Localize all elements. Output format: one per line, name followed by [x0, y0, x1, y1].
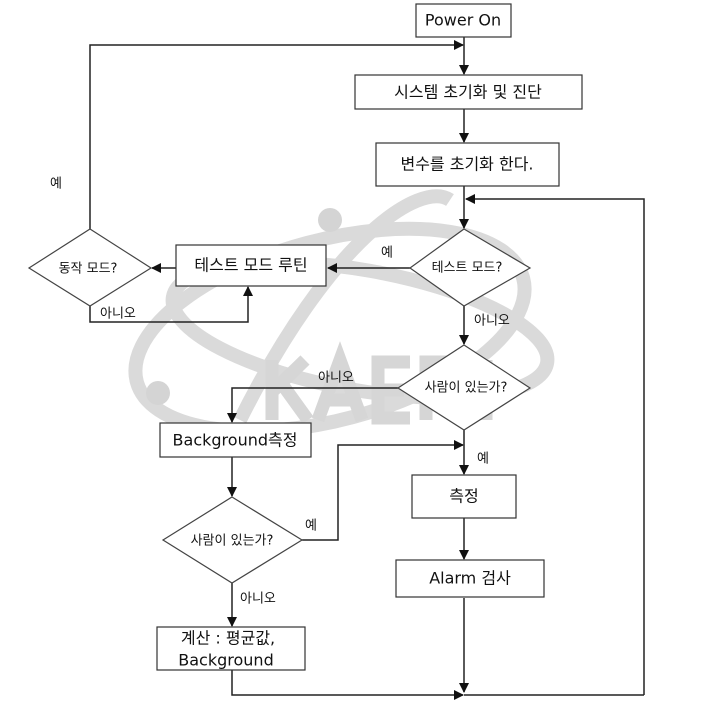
node-calc: 계산 : 평균값, Background: [156, 626, 306, 671]
decision-op-mode: 동작 모드?: [27, 228, 153, 307]
node-calc-label-line1: 계산 : 평균값,: [181, 629, 275, 648]
decision-test-mode: 테스트 모드?: [408, 228, 532, 307]
node-background-measure: Background측정: [159, 422, 312, 458]
kaeri-watermark: [128, 189, 555, 439]
decision-test-mode-label: 테스트 모드?: [432, 261, 503, 276]
node-system-init-label: 시스템 초기화 및 진단: [394, 83, 542, 102]
edge-label-person2-yes: 예: [305, 519, 317, 534]
node-test-routine-label: 테스트 모드 루틴: [194, 256, 307, 275]
node-measure-label: 측정: [449, 487, 478, 506]
node-system-init: 시스템 초기화 및 진단: [354, 74, 583, 110]
decision-person-2: 사람이 있는가?: [161, 496, 304, 584]
node-calc-label-line2: Background: [178, 651, 273, 670]
edge-label-op-mode-yes: 예: [50, 177, 62, 192]
node-var-init-label: 변수를 초기화 한다.: [400, 155, 533, 174]
node-alarm-check-label: Alarm 검사: [429, 569, 511, 588]
decision-op-mode-label: 동작 모드?: [59, 262, 118, 277]
edge-label-op-mode-no: 아니오: [100, 307, 136, 322]
node-test-routine: 테스트 모드 루틴: [175, 244, 327, 287]
edge-label-person1-no: 아니오: [318, 371, 354, 386]
edge-label-test-mode-yes: 예: [381, 246, 393, 261]
edge-label-person2-no: 아니오: [240, 592, 276, 607]
decision-person-2-label: 사람이 있는가?: [191, 534, 274, 549]
decision-person-1: 사람이 있는가?: [396, 344, 532, 431]
edge-label-person1-yes: 예: [477, 452, 489, 467]
node-var-init: 변수를 초기화 한다.: [375, 142, 560, 187]
node-power-on-label: Power On: [425, 11, 501, 30]
node-background-measure-label: Background측정: [173, 431, 298, 450]
connectors: [89, 37, 645, 700]
edge-label-test-mode-no: 아니오: [474, 314, 510, 329]
decision-person-1-label: 사람이 있는가?: [425, 381, 508, 396]
node-alarm-check: Alarm 검사: [395, 559, 545, 598]
node-power-on: Power On: [415, 3, 512, 38]
node-measure: 측정: [411, 474, 517, 519]
